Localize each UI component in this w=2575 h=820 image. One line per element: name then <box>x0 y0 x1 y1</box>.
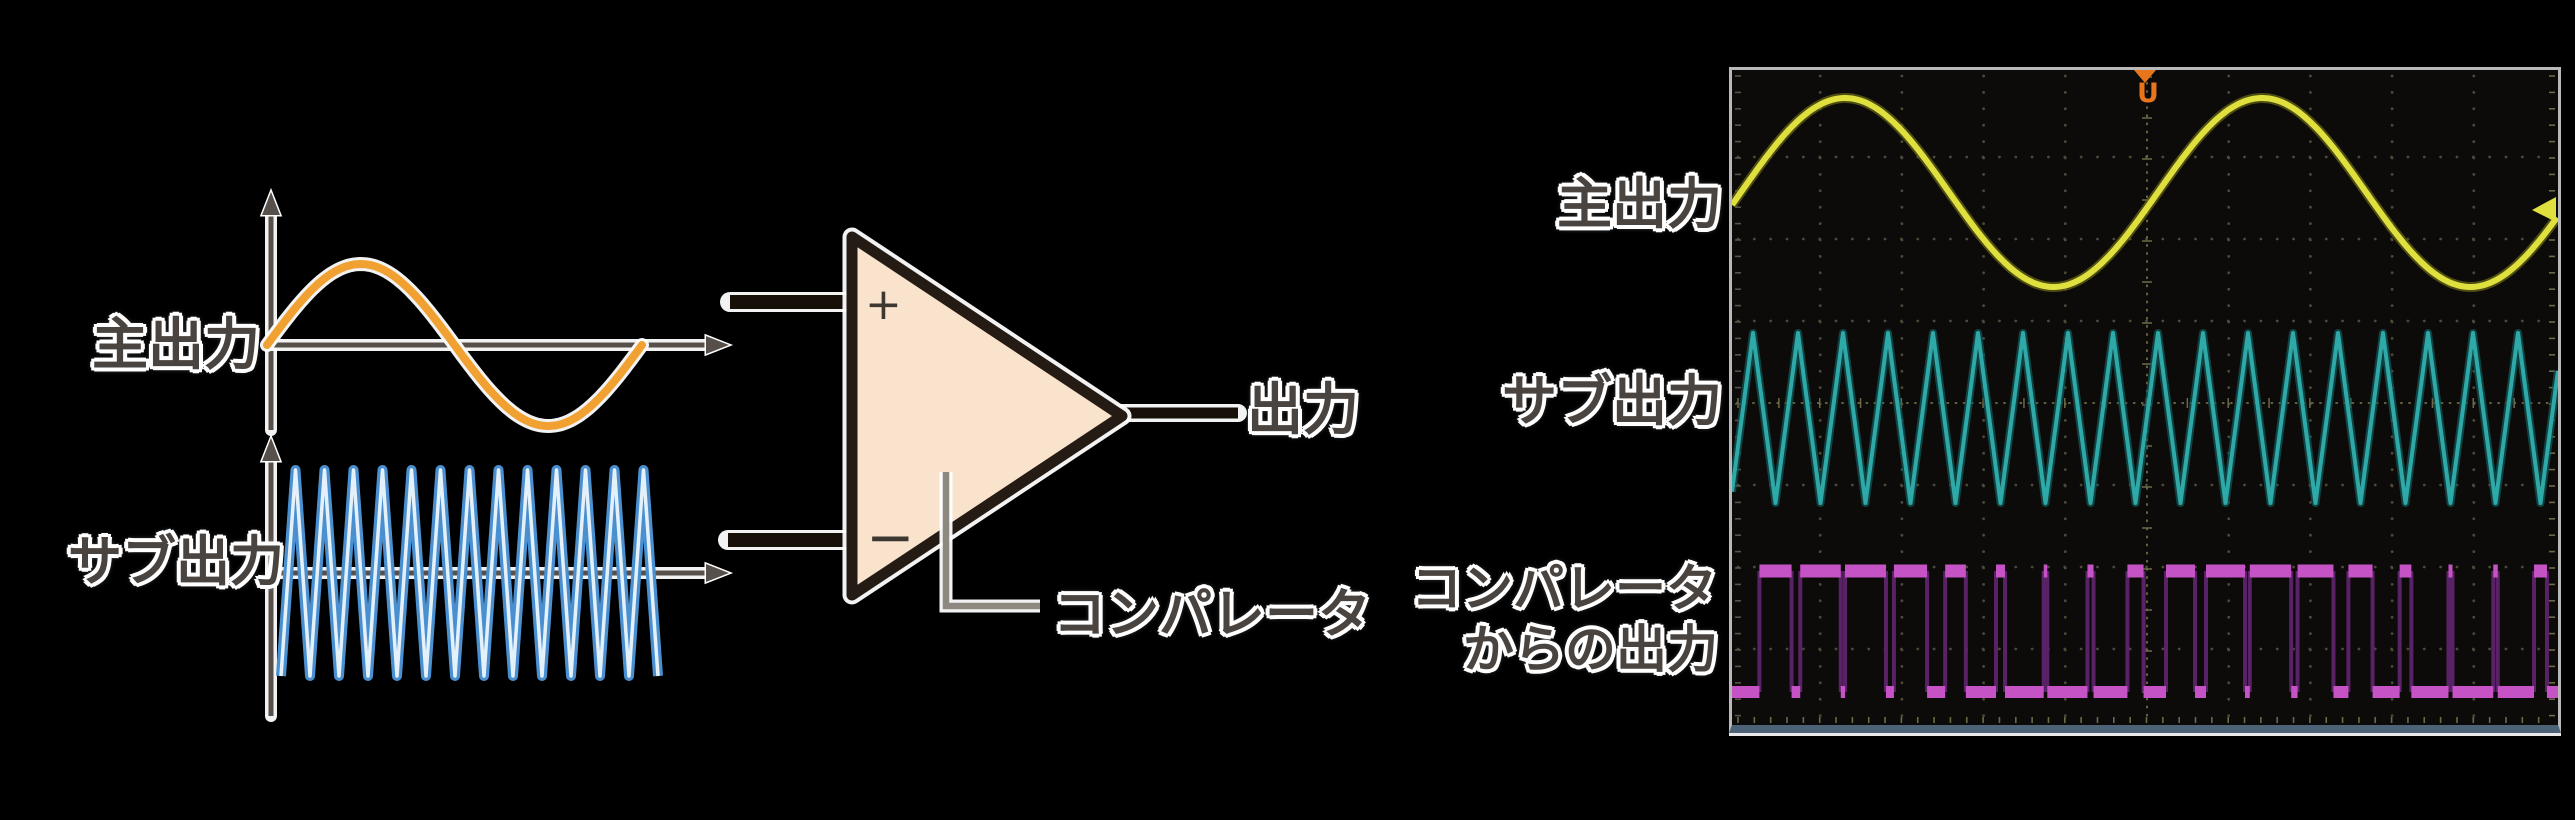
oscilloscope-graticule-and-traces <box>1732 74 2558 723</box>
comparator-label: コンパレータ <box>1053 584 1371 645</box>
bracket-line <box>942 472 1040 610</box>
edge-ticks <box>1735 75 2555 723</box>
sine-end-arrow-icon <box>2532 197 2556 222</box>
comparator-symbol <box>842 227 1132 605</box>
comparator-label-bracket <box>939 472 1040 613</box>
trigger-marker-icon <box>2134 70 2156 83</box>
scope-pwm-label-line1: コンパレータ <box>1410 560 1717 619</box>
sub-triangle-wave <box>279 468 660 678</box>
scope-pwm-trace <box>1732 564 2558 698</box>
main-output-label: 主出力 <box>92 313 260 378</box>
plus-input-symbol: + <box>865 279 902 330</box>
axis-arrowhead-icon <box>704 333 734 357</box>
oscilloscope-screen <box>1729 67 2561 733</box>
scope-pwm-edges <box>1757 571 2549 692</box>
comparator-triangle <box>846 231 1128 601</box>
sub-output-plot <box>259 433 734 722</box>
axis-arrowhead-icon <box>259 187 283 217</box>
main-output-plot <box>259 187 734 436</box>
scope-sine-trace <box>1732 95 2558 291</box>
comparator-output-label: 出力 <box>1247 378 1359 443</box>
minus-input-symbol: − <box>866 503 915 571</box>
scope-pwm-label-line2: からの出力 <box>1462 621 1718 680</box>
scope-sub-output-label: サブ出力 <box>1501 369 1722 433</box>
scope-triangle-trace <box>1732 331 2558 505</box>
axis-arrowhead-icon <box>704 561 734 585</box>
connector-lines <box>718 292 1247 550</box>
scope-main-output-label: 主出力 <box>1556 172 1722 236</box>
trigger-glyph: U <box>2137 78 2159 109</box>
main-sine-wave <box>263 259 646 431</box>
sub-output-label: サブ出力 <box>68 530 284 593</box>
axis-arrowhead-icon <box>259 433 283 463</box>
